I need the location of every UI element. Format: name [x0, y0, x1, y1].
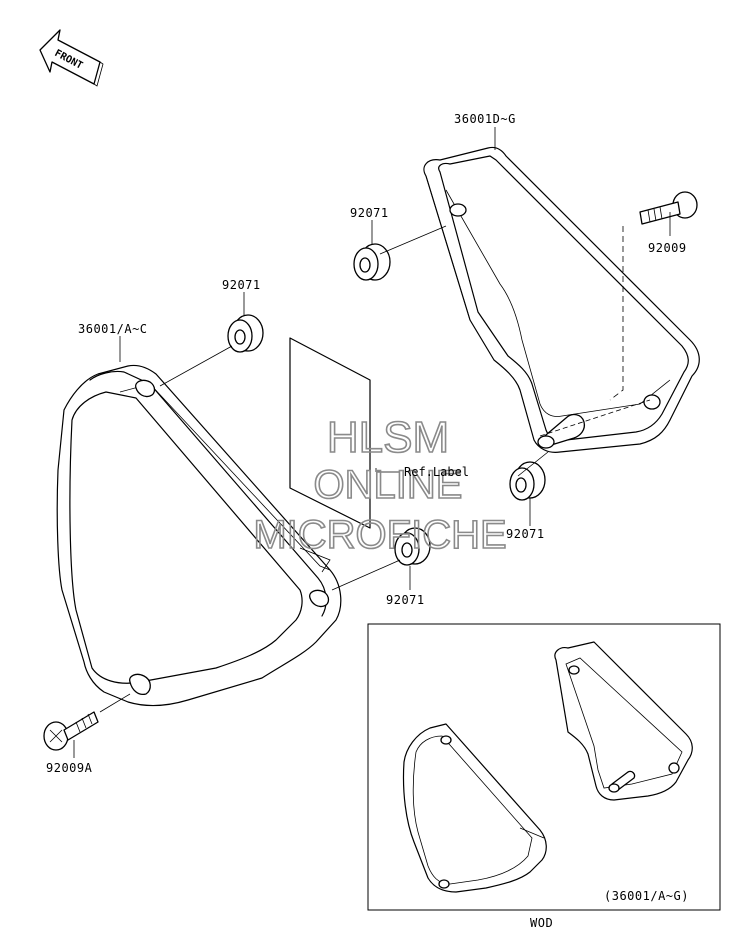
front-arrow-icon: FRONT — [39, 29, 104, 87]
grommet-92071-right — [509, 461, 546, 501]
left-side-cover — [56, 364, 342, 707]
label-92071-top: 92071 — [350, 206, 389, 220]
bolt-92009 — [639, 191, 698, 225]
grommet-92071-bottom — [394, 527, 431, 566]
inset-caption: WOD — [530, 916, 553, 930]
leader-lines — [73, 127, 671, 758]
watermark-line1: HLSM — [327, 413, 449, 462]
watermark-line3: MICROFICHE — [253, 513, 506, 557]
label-92071-bottom: 92071 — [386, 593, 425, 607]
label-36001d-g: 36001D~G — [454, 112, 516, 126]
inset-box: (36001/A~G) — [367, 623, 721, 911]
inset-parts-reference: (36001/A~G) — [604, 889, 689, 903]
label-36001-a-c: 36001/A~C — [78, 322, 148, 336]
label-92009a: 92009A — [46, 761, 93, 775]
grommet-92071-upper — [353, 243, 391, 281]
label-92009: 92009 — [648, 241, 687, 255]
bolt-92009a — [43, 711, 99, 751]
right-side-cover — [423, 146, 700, 453]
watermark-line2: ONLINE — [314, 463, 463, 507]
grommet-92071-left — [227, 314, 264, 353]
label-92071-left: 92071 — [222, 278, 261, 292]
label-ref-label: Ref.Label — [404, 465, 469, 479]
label-92071-right: 92071 — [506, 527, 545, 541]
reference-label-card — [289, 337, 371, 529]
watermark: HLSM ONLINE MICROFICHE — [253, 412, 508, 558]
